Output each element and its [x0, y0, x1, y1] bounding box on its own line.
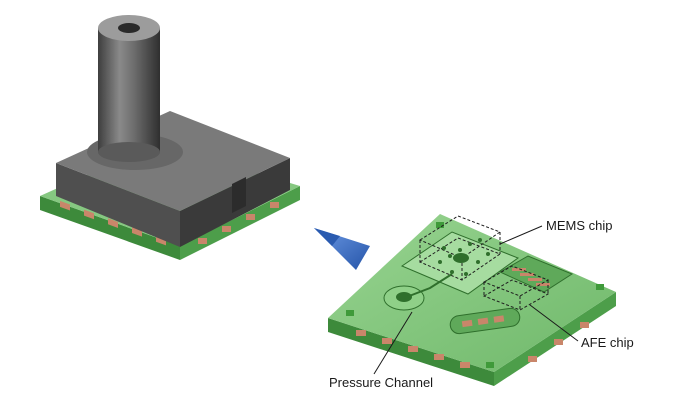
mems-chip-outline-top — [418, 215, 502, 259]
pressure-channel-trace — [403, 273, 453, 299]
mems-chip-outline — [418, 237, 502, 281]
afe-leader-line — [529, 304, 579, 342]
housing-notch — [232, 177, 246, 213]
afe-traces — [512, 268, 550, 286]
housing-front — [56, 163, 180, 247]
afe-chip-outline — [482, 279, 550, 311]
afe-chip-label: AFE chip — [581, 335, 634, 350]
tube-hole — [118, 23, 140, 33]
left-pcb-side-front — [40, 196, 180, 260]
corner-pads — [346, 222, 604, 368]
tube-bottom-edge — [98, 142, 160, 162]
pressure-channel-label: Pressure Channel — [329, 375, 434, 390]
mems-chip-label: MEMS chip — [546, 218, 613, 233]
right-copper-pads — [356, 322, 589, 368]
pressure-leader-line — [373, 311, 413, 375]
pressure-tube — [98, 28, 160, 152]
mems-leader-line — [499, 225, 543, 245]
lower-slot-traces — [461, 315, 505, 328]
left-copper-pads — [60, 200, 279, 246]
packaged-sensor — [40, 15, 300, 260]
blue-arrow-tail-icon — [314, 228, 340, 246]
mems-platform — [400, 231, 520, 295]
mems-port — [453, 253, 469, 263]
opened-sensor — [328, 214, 616, 386]
mems-vias — [438, 238, 490, 276]
right-pcb-top — [328, 214, 616, 372]
afe-cavity — [498, 255, 574, 293]
